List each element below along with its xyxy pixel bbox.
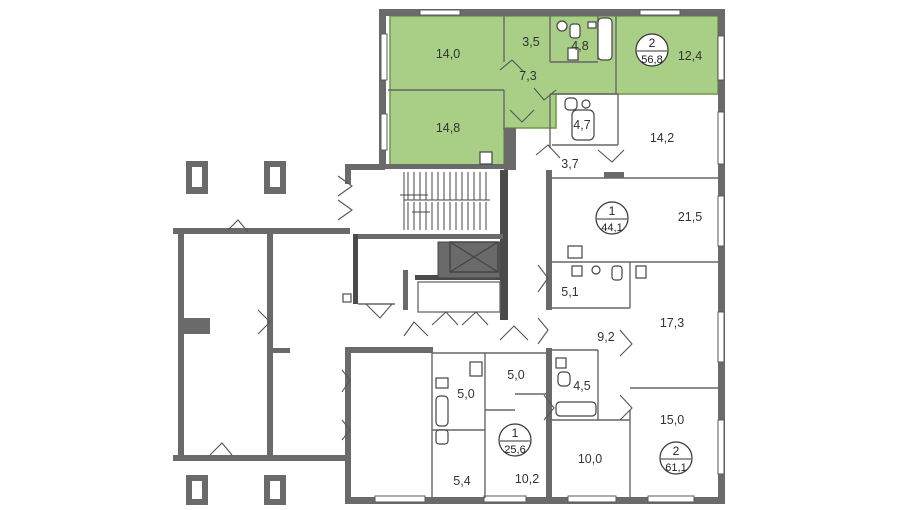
apartment-area: 56,8 bbox=[641, 54, 662, 66]
room-area: 12,4 bbox=[678, 49, 702, 63]
room-area-labels: 14,0 3,5 4,8 12,4 7,3 14,8 4,7 14,2 3,7 … bbox=[436, 35, 702, 488]
apartment-rooms: 1 bbox=[512, 426, 519, 440]
apartment-area: 61,1 bbox=[665, 462, 686, 474]
apartment-badge[interactable]: 2 56,8 bbox=[635, 33, 669, 67]
apartment-badges[interactable]: 2 56,8 1 44,1 1 25,6 2 61,1 bbox=[498, 33, 693, 475]
windows bbox=[374, 9, 725, 503]
room-area: 9,2 bbox=[597, 330, 614, 344]
apartment-rooms: 2 bbox=[673, 444, 680, 458]
interior-walls bbox=[342, 16, 718, 498]
staircase bbox=[400, 172, 490, 230]
bath-fixtures bbox=[435, 17, 647, 445]
room-area: 4,8 bbox=[571, 39, 588, 53]
room-area: 21,5 bbox=[678, 210, 702, 224]
apartment-rooms: 2 bbox=[649, 36, 656, 50]
outer-walls bbox=[173, 9, 725, 504]
room-area: 5,4 bbox=[453, 474, 470, 488]
room-area: 3,7 bbox=[561, 157, 578, 171]
apartment-area: 44,1 bbox=[601, 222, 622, 234]
room-area: 4,5 bbox=[573, 379, 590, 393]
room-area: 15,0 bbox=[660, 413, 684, 427]
apartment-rooms: 1 bbox=[609, 204, 616, 218]
room-area: 14,0 bbox=[436, 47, 460, 61]
room-area: 5,0 bbox=[507, 368, 524, 382]
room-area: 10,0 bbox=[578, 452, 602, 466]
room-area: 3,5 bbox=[522, 35, 539, 49]
room-area: 14,2 bbox=[650, 131, 674, 145]
room-area: 4,7 bbox=[573, 118, 590, 132]
apartment-badge[interactable]: 2 61,1 bbox=[659, 441, 693, 475]
room-area: 5,0 bbox=[457, 387, 474, 401]
apartment-area: 25,6 bbox=[504, 444, 525, 456]
columns bbox=[186, 161, 286, 505]
room-area: 14,8 bbox=[436, 121, 460, 135]
apartment-badge[interactable]: 1 44,1 bbox=[595, 201, 629, 235]
room-area: 17,3 bbox=[660, 316, 684, 330]
room-area: 7,3 bbox=[519, 69, 536, 83]
room-area: 10,2 bbox=[515, 472, 539, 486]
room-area: 5,1 bbox=[561, 285, 578, 299]
doors bbox=[209, 59, 633, 456]
apartment-badge[interactable]: 1 25,6 bbox=[498, 423, 532, 457]
